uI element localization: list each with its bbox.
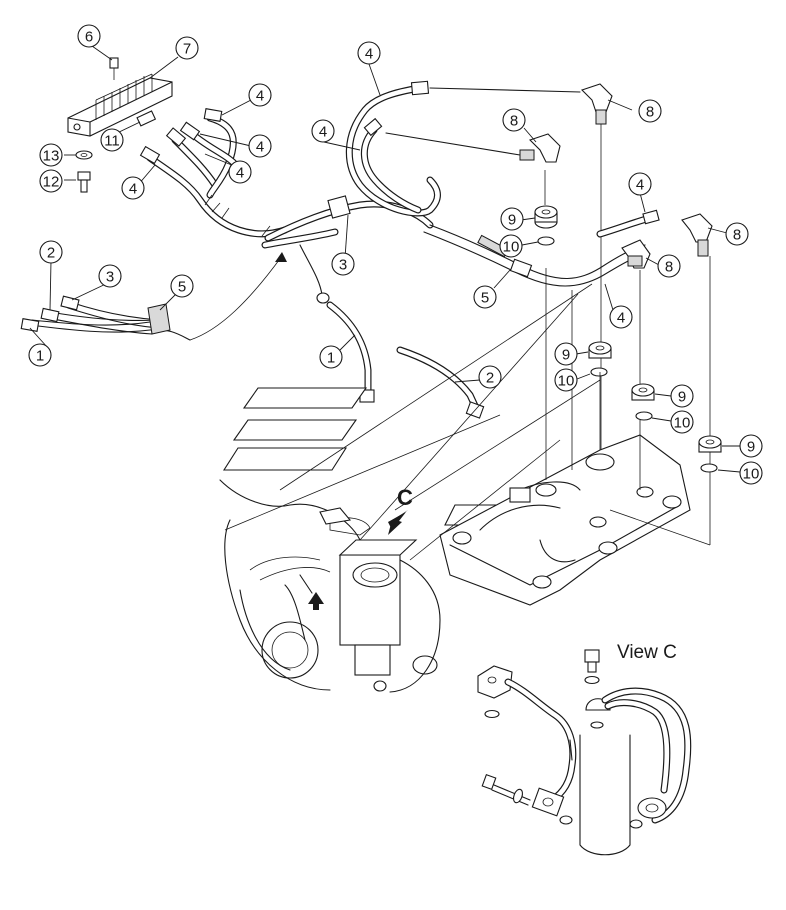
svg-text:7: 7	[183, 41, 191, 58]
callout-12: 12	[39, 169, 63, 193]
main-harness	[261, 195, 649, 304]
elbow-8-b	[519, 133, 561, 205]
svg-text:11: 11	[104, 133, 120, 150]
callout-9-d: 9	[739, 434, 763, 458]
svg-text:8: 8	[510, 113, 518, 130]
svg-text:10: 10	[558, 373, 575, 390]
svg-text:4: 4	[236, 165, 244, 182]
callout-7: 7	[175, 36, 199, 60]
callout-10-a: 10	[499, 234, 523, 258]
svg-text:4: 4	[636, 177, 644, 194]
callout-3-b: 3	[98, 264, 122, 288]
svg-text:6: 6	[85, 29, 93, 46]
elbow-8-c	[681, 213, 713, 545]
oring-10-a	[537, 236, 555, 246]
callout-8-d: 8	[657, 254, 681, 278]
callout-2-a: 2	[39, 240, 63, 264]
sensor-harness-left	[20, 252, 287, 341]
svg-text:9: 9	[508, 212, 516, 229]
svg-text:8: 8	[646, 104, 654, 121]
svg-text:8: 8	[733, 227, 741, 244]
fitting-11	[136, 110, 157, 127]
svg-text:2: 2	[486, 370, 494, 387]
oring-10-e	[700, 463, 718, 473]
svg-text:5: 5	[481, 290, 489, 307]
oring-10-c	[635, 411, 653, 421]
callout-6: 6	[77, 24, 101, 48]
svg-text:9: 9	[678, 389, 686, 406]
callout-10-b: 10	[554, 368, 578, 392]
svg-text:9: 9	[562, 347, 570, 364]
bolt-view-c	[481, 773, 531, 806]
svg-text:10: 10	[674, 415, 691, 432]
svg-text:3: 3	[339, 257, 347, 274]
svg-text:8: 8	[665, 259, 673, 276]
view-marker: C	[397, 485, 413, 510]
elbow-8-d	[621, 239, 651, 385]
callout-4-c: 4	[228, 160, 252, 184]
callout-2-b: 2	[478, 365, 502, 389]
callout-8-a: 8	[638, 99, 662, 123]
svg-text:4: 4	[319, 124, 327, 141]
callout-13: 13	[39, 143, 63, 167]
nut-9-d	[698, 435, 722, 453]
elbow-8-a	[580, 83, 613, 500]
view-c-detail	[477, 649, 692, 856]
callout-9-b: 9	[554, 342, 578, 366]
callout-9-c: 9	[670, 384, 694, 408]
callout-10-c: 10	[670, 410, 694, 434]
callout-5-b: 5	[473, 285, 497, 309]
callout-8-b: 8	[502, 108, 526, 132]
transmission-cover	[439, 434, 691, 606]
screw-6	[109, 57, 119, 80]
svg-text:1: 1	[327, 350, 335, 367]
washer-13	[75, 150, 93, 160]
callout-4-f: 4	[311, 119, 335, 143]
callout-9-a: 9	[500, 207, 524, 231]
guide-lines	[224, 268, 711, 561]
top-hoses	[345, 80, 581, 217]
svg-text:4: 4	[129, 181, 137, 198]
svg-text:13: 13	[43, 148, 60, 165]
hose-1-lower	[326, 301, 485, 419]
callout-4-a: 4	[248, 83, 272, 107]
callout-5-a: 5	[170, 274, 194, 298]
callout-8-c: 8	[725, 222, 749, 246]
nut-9-a	[534, 205, 558, 229]
callout-1-a: 1	[28, 343, 52, 367]
nut-9-b	[588, 341, 612, 359]
svg-text:4: 4	[365, 46, 373, 63]
callout-10-d: 10	[739, 461, 763, 485]
view-c-label: View C	[617, 642, 677, 663]
terminal-block	[67, 73, 173, 137]
nut-9-c	[631, 383, 655, 401]
svg-text:10: 10	[503, 239, 520, 256]
callout-11: 11	[100, 128, 124, 152]
svg-text:2: 2	[47, 245, 55, 262]
view-c-arrow: C	[388, 485, 413, 535]
hose-group-upper-left	[139, 108, 289, 238]
callout-4-h: 4	[609, 305, 633, 329]
svg-text:4: 4	[617, 310, 625, 327]
svg-text:1: 1	[36, 348, 44, 365]
svg-text:10: 10	[743, 466, 760, 483]
callout-4-b: 4	[248, 134, 272, 158]
oring-10-b	[590, 367, 608, 377]
svg-text:9: 9	[747, 439, 755, 456]
bolt-12	[77, 171, 91, 193]
callout-3-a: 3	[331, 252, 355, 276]
svg-text:4: 4	[256, 88, 264, 105]
callout-1-b: 1	[319, 345, 343, 369]
svg-text:3: 3	[106, 269, 114, 286]
svg-text:5: 5	[178, 279, 186, 296]
svg-text:12: 12	[43, 174, 60, 191]
callout-4-g: 4	[628, 172, 652, 196]
callout-4-e: 4	[357, 41, 381, 65]
svg-text:4: 4	[256, 139, 264, 156]
callout-4-d: 4	[121, 176, 145, 200]
hose-4-right	[596, 209, 660, 238]
